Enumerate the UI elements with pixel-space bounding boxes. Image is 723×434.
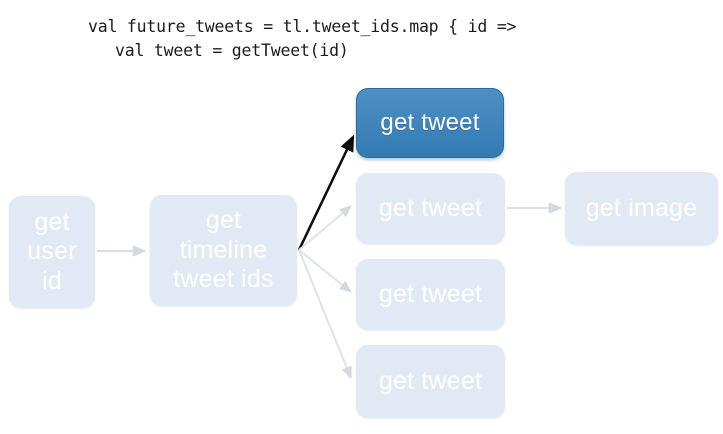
node-get-tweet-1[interactable]: get tweet	[356, 88, 504, 158]
node-get-tweet-3-label: get tweet	[378, 279, 483, 308]
code-line-2: val tweet = getTweet(id)	[115, 41, 349, 60]
edge-timeline-to-tweet-1	[297, 134, 355, 251]
edge-timeline-to-tweet-4	[298, 249, 352, 380]
edge-timeline-to-tweet-3	[298, 249, 352, 293]
node-get-user-id-line-2: user	[27, 237, 77, 266]
node-get-tweet-3[interactable]: get tweet	[356, 259, 505, 330]
node-get-timeline-label: get timeline tweet ids	[173, 206, 273, 295]
node-get-timeline-tweet-ids[interactable]: get timeline tweet ids	[150, 195, 297, 306]
node-get-image-label: get image	[585, 193, 698, 222]
node-get-tweet-4-label: get tweet	[378, 366, 483, 395]
node-get-user-id-label: get user id	[27, 208, 76, 297]
edge-timeline-to-tweet-2	[298, 205, 352, 251]
code-line-1: val future_tweets = tl.tweet_ids.map { i…	[88, 17, 517, 36]
node-get-user-id-line-3: id	[42, 266, 62, 295]
node-get-timeline-line-2: timeline	[179, 235, 268, 264]
node-get-tweet-1-label: get tweet	[380, 108, 480, 136]
node-get-user-id-line-1: get	[34, 207, 70, 236]
node-get-timeline-line-3: tweet ids	[173, 265, 274, 294]
node-get-user-id[interactable]: get user id	[9, 196, 95, 308]
node-get-timeline-line-1: get	[205, 206, 242, 235]
node-get-tweet-2[interactable]: get tweet	[356, 173, 505, 244]
code-caption: val future_tweets = tl.tweet_ids.map { i…	[0, 8, 723, 74]
node-get-tweet-2-label: get tweet	[378, 193, 483, 222]
node-get-image[interactable]: get image	[565, 172, 718, 245]
node-get-tweet-4[interactable]: get tweet	[356, 345, 505, 418]
